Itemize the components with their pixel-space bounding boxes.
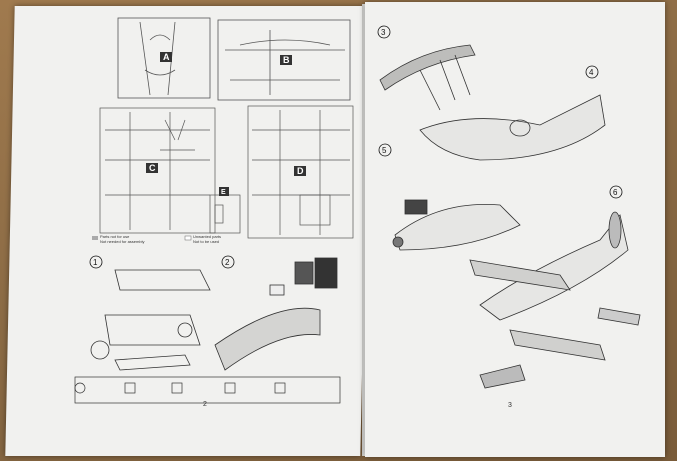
sprue-c [99, 107, 216, 234]
sprue-b-label: B [283, 55, 290, 65]
sprue-c-label: C [149, 163, 156, 173]
step-6-number: 6 [613, 188, 618, 197]
sprue-d-label: D [297, 166, 304, 176]
sprue-e-label: E [221, 189, 226, 196]
step-4-marker [585, 65, 599, 79]
sprue-d [247, 105, 354, 239]
legend-line-2a: Unwanted parts [193, 234, 222, 239]
sprue-c-label-box [146, 163, 158, 173]
step-6-marker [609, 185, 623, 199]
step-2-marker [221, 255, 235, 269]
step-5-cockpit [392, 199, 521, 251]
step-4-number: 4 [589, 68, 594, 77]
step-1-marker [89, 255, 103, 269]
step-2-number: 2 [225, 258, 230, 267]
sprue-d-label-box [294, 166, 306, 176]
legend-text-2: Unwanted parts Not to be used [193, 234, 221, 244]
step-2-drawing [214, 257, 338, 371]
legend-swatch-white [184, 235, 192, 241]
legend-text-1: Parts not for use Not needed for assembl… [100, 234, 144, 244]
legend-line-1b: Not needed for assembly [100, 239, 145, 244]
page-number-right: 3 [508, 402, 512, 409]
sprue-b [217, 19, 351, 101]
step-5-marker [378, 143, 392, 157]
step-1-drawing [90, 269, 211, 371]
step-5-number: 5 [382, 146, 387, 155]
legend-swatch-gray [92, 236, 98, 240]
step-3-wing-part [379, 44, 476, 111]
sprue-e-label-box [219, 187, 229, 196]
step-1-number: 1 [93, 258, 98, 267]
step-3-marker [377, 25, 391, 39]
sprue-b-label-box [280, 55, 292, 65]
legend-line-1a: Parts not for use [100, 234, 130, 239]
step-6-aircraft [469, 211, 641, 389]
legend-icons [74, 376, 341, 404]
sprue-a-label: A [163, 52, 170, 62]
sprue-a-label-box [160, 52, 172, 62]
legend-line-2b: Not to be used [193, 239, 220, 244]
step-4-fuselage [419, 94, 606, 161]
step-3-number: 3 [381, 28, 386, 37]
page-number-left: 2 [203, 401, 207, 408]
